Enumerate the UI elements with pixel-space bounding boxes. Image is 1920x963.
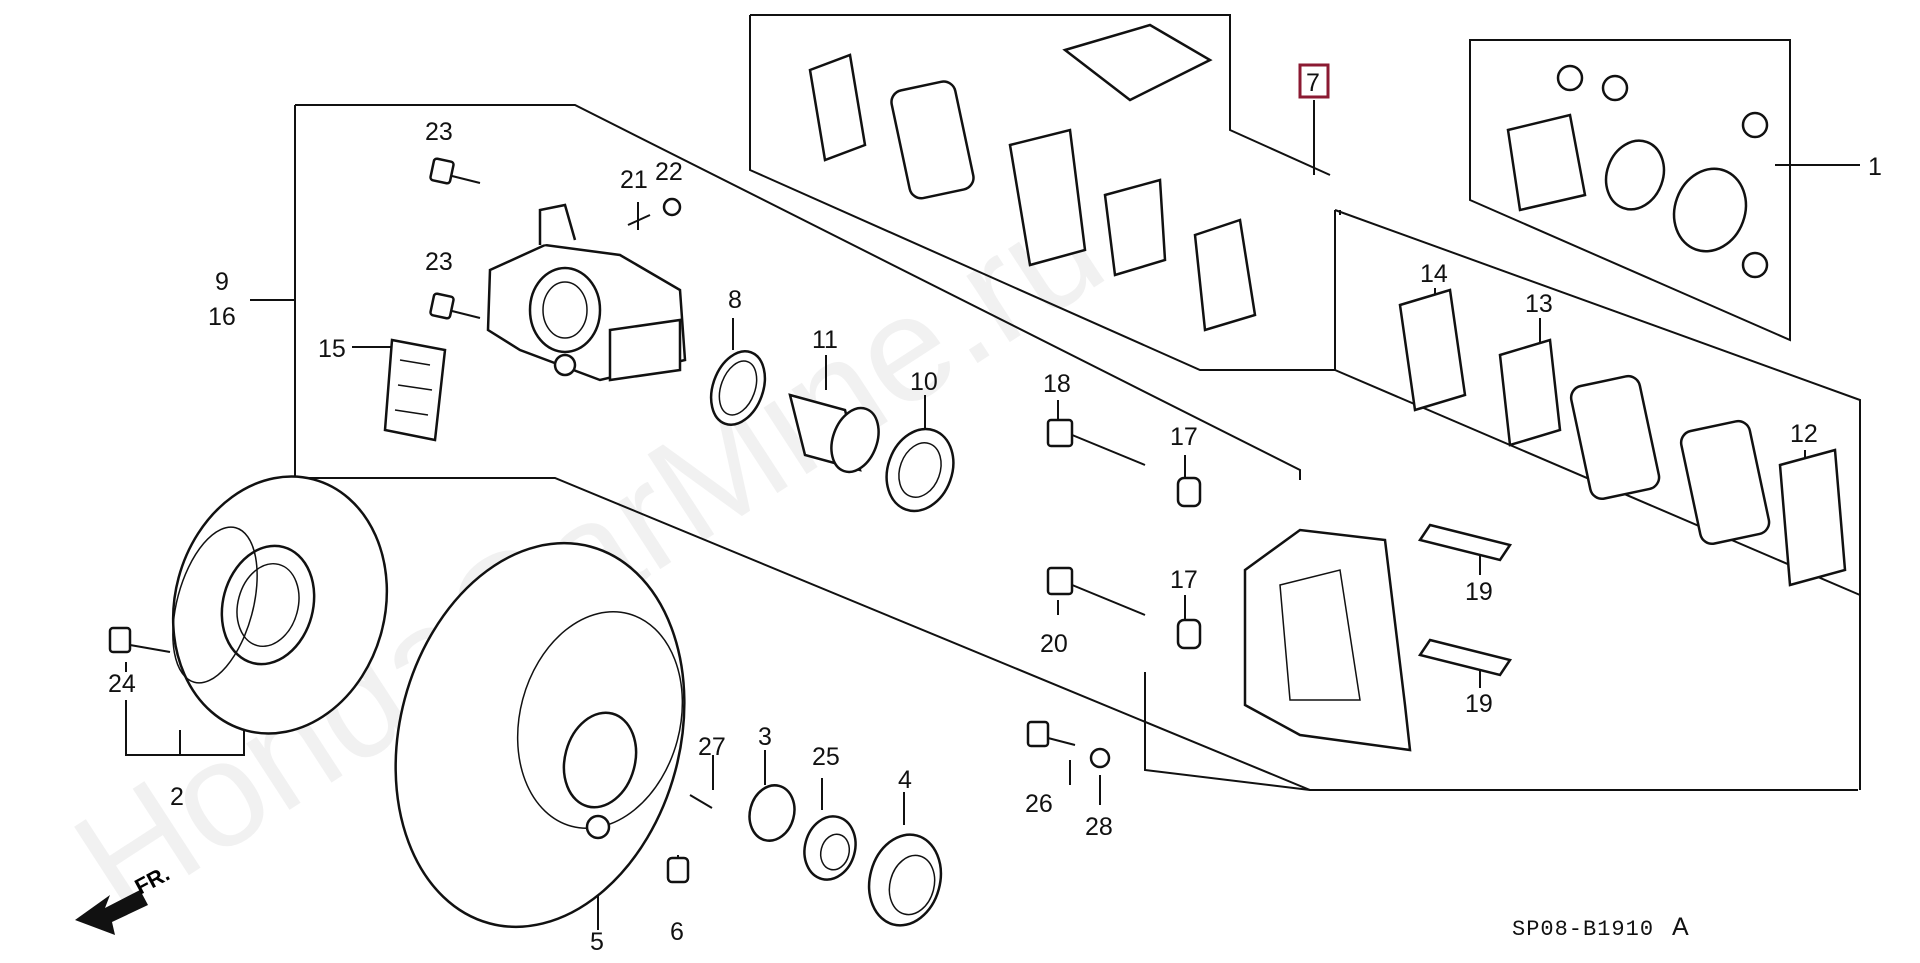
callout-4: 4 [898, 766, 912, 794]
caliper-body [486, 203, 687, 382]
callout-14: 14 [1420, 260, 1448, 288]
callout-labels: 1 2 3 4 5 6 7 8 9 10 11 12 13 14 15 16 1… [108, 69, 1882, 956]
callout-2: 2 [170, 783, 184, 811]
callout-6: 6 [670, 918, 684, 946]
callout-3: 3 [758, 723, 772, 751]
pad-set [1398, 288, 1847, 587]
drawing-code-suffix: A [1672, 913, 1689, 941]
callout-27: 27 [698, 733, 726, 761]
callout-19b: 19 [1465, 690, 1493, 718]
callout-28: 28 [1085, 813, 1113, 841]
caliper-bracket [1243, 528, 1412, 752]
clip-15 [383, 338, 447, 442]
callout-13: 13 [1525, 290, 1553, 318]
callout-26: 26 [1025, 790, 1053, 818]
callout-7: 7 [1306, 69, 1320, 97]
hub-small-parts [666, 720, 1111, 927]
drawing-code-text: SP08-B1910 [1512, 917, 1654, 942]
callout-20: 20 [1040, 630, 1068, 658]
callout-8: 8 [728, 286, 742, 314]
callout-10: 10 [910, 368, 938, 396]
callout-21: 21 [620, 166, 648, 194]
callout-19a: 19 [1465, 578, 1493, 606]
group-outlines [294, 14, 1861, 791]
clips-19 [1417, 523, 1513, 677]
hub-2 [171, 475, 389, 735]
bolts [429, 157, 682, 320]
callout-1: 1 [1868, 153, 1882, 181]
callout-23a: 23 [425, 118, 453, 146]
callout-24: 24 [108, 670, 136, 698]
guide-pins [1046, 418, 1202, 650]
callout-25: 25 [812, 743, 840, 771]
callout-9: 9 [215, 268, 229, 296]
drawing-code: SP08-B1910 A [1512, 913, 1689, 942]
callout-17a: 17 [1170, 423, 1198, 451]
highlight-box-7 [1298, 63, 1330, 99]
bolt-24 [108, 626, 171, 654]
callout-5: 5 [590, 928, 604, 956]
callout-15: 15 [318, 335, 346, 363]
callout-12: 12 [1790, 420, 1818, 448]
pad-kit-7 [808, 23, 1257, 332]
callout-11: 11 [812, 326, 838, 354]
callout-22: 22 [655, 158, 683, 186]
piston-parts [709, 350, 955, 513]
disc-5 [394, 541, 686, 929]
callout-17b: 17 [1170, 566, 1198, 594]
callout-16: 16 [208, 303, 236, 331]
callout-23b: 23 [425, 248, 453, 276]
callout-18: 18 [1043, 370, 1071, 398]
seal-kit-1 [1506, 64, 1769, 279]
